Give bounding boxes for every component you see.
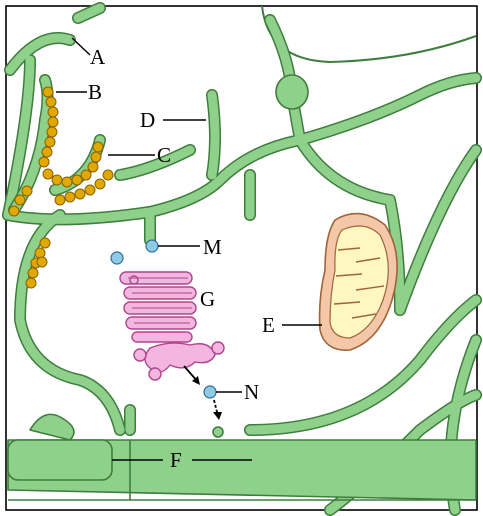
label-c: C	[157, 143, 171, 167]
vesicle	[111, 252, 123, 264]
label-g: G	[200, 287, 215, 311]
frame	[6, 6, 477, 510]
label-e: E	[262, 313, 275, 337]
label-a: A	[90, 45, 106, 69]
label-b: B	[88, 80, 102, 104]
label-d: D	[140, 108, 155, 132]
label-f: F	[170, 448, 182, 472]
label-n: N	[244, 380, 259, 404]
vesicle-n	[204, 386, 216, 398]
label-m: M	[203, 235, 222, 259]
vesicle-m	[146, 240, 158, 252]
